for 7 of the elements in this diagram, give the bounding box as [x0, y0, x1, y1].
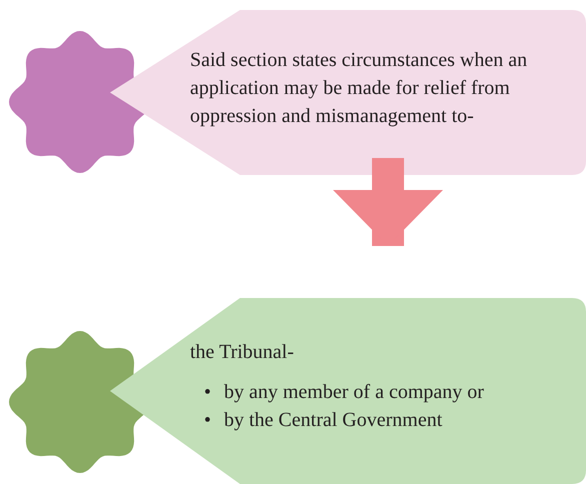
block-arrow — [333, 158, 443, 246]
bullet-item: by any member of a company or — [224, 380, 484, 405]
bullet-point: • — [204, 408, 212, 433]
bullet-item: by the Central Government — [224, 408, 442, 433]
description-text: Said section states circumstances when an application may be made for relief from oppression and mismanagement to- — [190, 48, 528, 129]
bullet-point: • — [204, 380, 212, 405]
description-text: the Tribunal- — [190, 340, 295, 365]
